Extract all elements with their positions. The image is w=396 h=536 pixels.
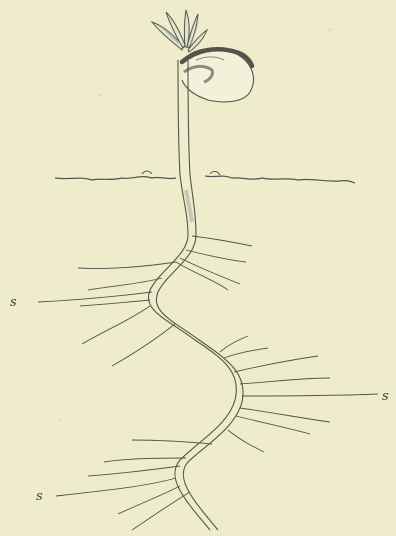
lateral-roots [38, 236, 378, 530]
label-s-left-lower: s [36, 489, 43, 504]
cotyledon [182, 49, 253, 102]
plumule-leaves [152, 10, 207, 52]
label-s-left-upper: s [10, 295, 17, 310]
label-s-right: s [382, 389, 389, 404]
ground-line [55, 171, 355, 183]
paper-texture [39, 29, 351, 481]
